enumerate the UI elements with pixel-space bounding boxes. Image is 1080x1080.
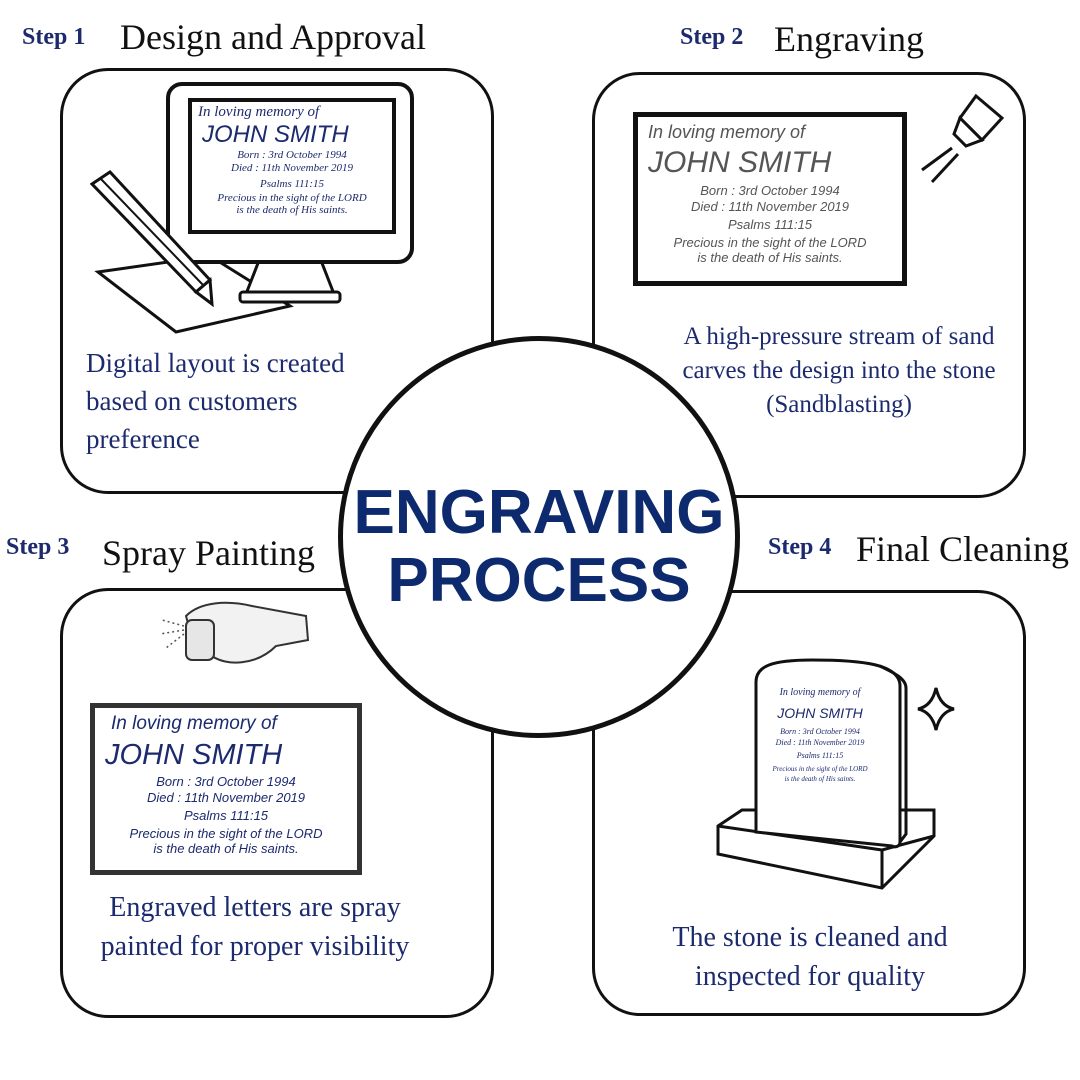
pencil-icon — [90, 170, 214, 308]
step-3-description: Engraved letters are spray painted for p… — [100, 892, 410, 962]
step-2-plaque: In loving memory of JOHN SMITH Born : 3r… — [633, 112, 907, 286]
step-1-description: Digital layout is created based on custo… — [86, 348, 345, 454]
sandblast-nozzle-icon — [921, 93, 1005, 184]
center-title-line-1: ENGRAVING — [353, 478, 725, 547]
sparkle-icon — [917, 687, 955, 731]
headstone-icon — [716, 658, 936, 890]
center-circle: ENGRAVING PROCESS — [338, 336, 740, 738]
center-title-line-2: PROCESS — [387, 546, 691, 615]
step-4-plaque-text: In loving memory of JOHN SMITH Born : 3r… — [772, 687, 868, 783]
step-2-title: Engraving — [774, 19, 924, 59]
step-3-title: Spray Painting — [102, 533, 315, 573]
step-4-description: The stone is cleaned and inspected for q… — [672, 922, 948, 992]
step-2-description: A high-pressure stream of sand carves th… — [682, 323, 996, 418]
step-1-title: Design and Approval — [120, 17, 426, 57]
step-3-label: Step 3 — [6, 534, 70, 560]
step-4-label: Step 4 — [768, 534, 832, 560]
step-2-label: Step 2 — [680, 24, 744, 50]
step-4-title: Final Cleaning — [856, 529, 1069, 569]
step-1-plaque: In loving memory of JOHN SMITH Born : 3r… — [188, 98, 396, 234]
step-1-label: Step 1 — [22, 24, 86, 50]
spray-hand-icon — [159, 601, 310, 664]
step-3-plaque: In loving memory of JOHN SMITH Born : 3r… — [90, 703, 362, 875]
